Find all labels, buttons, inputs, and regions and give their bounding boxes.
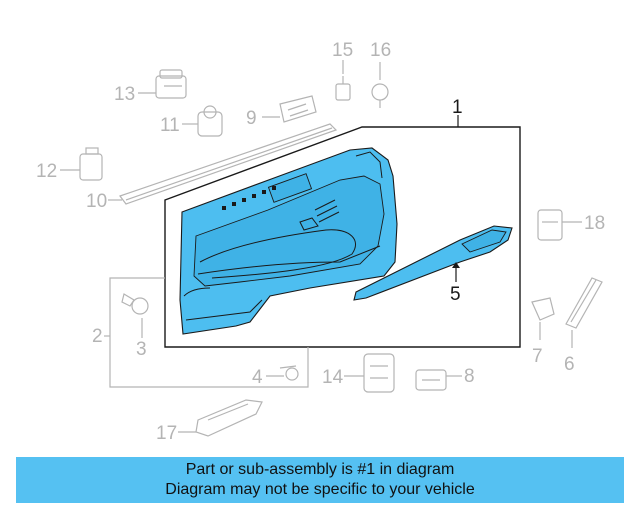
clip-4	[279, 365, 299, 381]
callout-15: 15	[332, 40, 353, 61]
parts-diagram: 1 5 10 13	[36, 40, 605, 444]
fastener-3	[121, 293, 149, 315]
banner-line-2: Diagram may not be specific to your vehi…	[165, 481, 475, 498]
strip-6	[565, 277, 603, 329]
knob-11	[197, 105, 223, 137]
switch-holes	[222, 186, 276, 210]
banner-line-1: Part or sub-assembly is #1 in diagram	[185, 461, 455, 478]
callout-13: 13	[114, 84, 135, 105]
retainer-18	[537, 209, 563, 241]
armrest-trim[interactable]	[353, 225, 513, 301]
callout-1: 1	[452, 97, 463, 118]
door-handle-17	[195, 399, 263, 437]
callout-8: 8	[464, 366, 475, 387]
callout-4: 4	[252, 367, 263, 388]
callout-9: 9	[246, 108, 257, 129]
switch-13	[155, 69, 187, 99]
switch-14	[363, 353, 395, 393]
callout-18: 18	[584, 213, 605, 234]
window-switch-9	[279, 95, 317, 123]
clip-15	[335, 76, 351, 101]
callout-11: 11	[160, 115, 180, 136]
callout-5-arrow	[452, 262, 460, 268]
door-panel[interactable]	[179, 147, 398, 335]
callout-6: 6	[564, 354, 575, 375]
callout-7: 7	[532, 346, 543, 367]
assembly-boundary	[164, 126, 521, 348]
switch-8	[415, 369, 447, 391]
group-2-box	[109, 277, 309, 388]
callout-2: 2	[92, 326, 103, 347]
bracket-12	[79, 147, 103, 181]
clip-7	[531, 297, 555, 321]
callout-10: 10	[86, 191, 107, 212]
callout-12: 12	[36, 161, 57, 182]
callout-3: 3	[136, 339, 147, 360]
callout-16: 16	[370, 40, 391, 61]
info-banner: Part or sub-assembly is #1 in diagram Di…	[16, 457, 624, 503]
pushpin-16	[371, 83, 389, 108]
callout-14: 14	[322, 367, 344, 388]
callout-5: 5	[450, 284, 461, 305]
callout-17: 17	[156, 423, 177, 444]
